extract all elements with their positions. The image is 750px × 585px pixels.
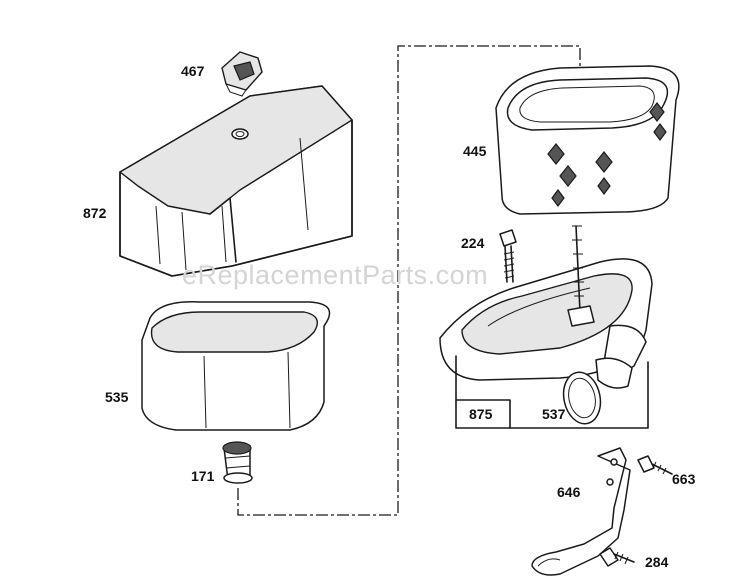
part-171-grommet[interactable] xyxy=(222,441,253,484)
label-875-box xyxy=(455,399,511,429)
assembly-bracket xyxy=(455,355,649,429)
part-284-screw[interactable] xyxy=(599,547,635,567)
label-872: 872 xyxy=(83,205,107,221)
label-663: 663 xyxy=(672,471,696,487)
watermark-text: eReplacementParts.com xyxy=(182,260,488,290)
label-445: 445 xyxy=(463,143,487,159)
label-875: 875 xyxy=(469,406,493,422)
label-535: 535 xyxy=(105,389,129,405)
part-445-filter[interactable] xyxy=(495,65,680,215)
part-224-bolt[interactable] xyxy=(499,229,517,283)
part-872-cover[interactable] xyxy=(119,85,353,277)
label-284: 284 xyxy=(645,554,669,570)
label-224: 224 xyxy=(461,235,485,251)
assembly-dash-line xyxy=(237,45,581,516)
part-535-precleaner[interactable] xyxy=(141,301,331,431)
label-171: 171 xyxy=(191,468,215,484)
part-537-gasket[interactable] xyxy=(559,357,633,427)
part-875-base-assembly[interactable] xyxy=(439,225,653,381)
part-467-knob[interactable] xyxy=(221,51,263,97)
label-467: 467 xyxy=(181,63,205,79)
part-646-bracket[interactable] xyxy=(531,447,631,576)
label-646: 646 xyxy=(557,484,581,500)
part-663-screw[interactable] xyxy=(637,455,673,475)
label-537: 537 xyxy=(542,406,566,422)
